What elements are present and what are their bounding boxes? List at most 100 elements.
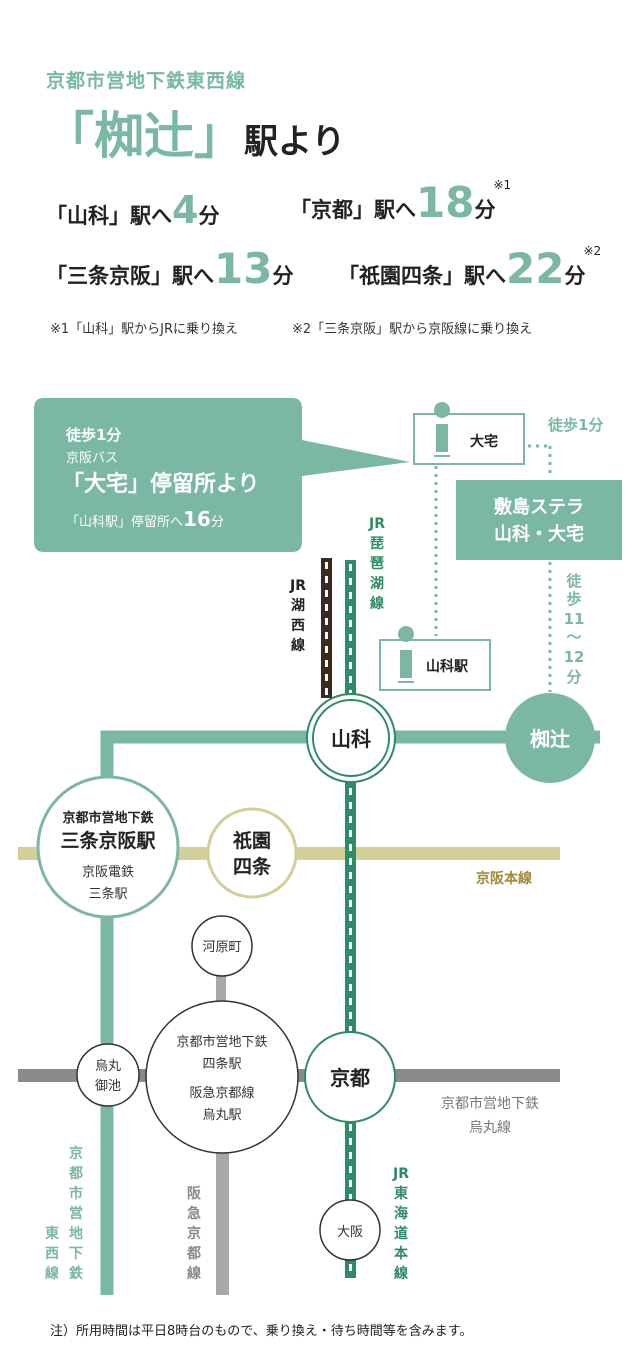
sanjo-label-2: 三条京阪駅 bbox=[60, 829, 156, 852]
svg-text:歩: 歩 bbox=[566, 590, 581, 608]
svg-text:営: 営 bbox=[69, 1205, 83, 1222]
keihan-main-label: 京阪本線 bbox=[476, 870, 532, 887]
svg-text:線: 線 bbox=[370, 595, 384, 612]
jr-biwako-line bbox=[345, 560, 356, 698]
shijo-label-1: 京都市営地下鉄 bbox=[176, 1034, 267, 1050]
bus-stop-yamashina-icon-body bbox=[400, 650, 412, 678]
tozai-line bbox=[100, 730, 600, 1295]
svg-text:湖: 湖 bbox=[370, 576, 384, 592]
svg-text:下: 下 bbox=[69, 1246, 83, 1262]
bus-company-label: 京阪バス bbox=[66, 451, 118, 466]
time-gion: 「祇園四条」駅へ22分※2 bbox=[338, 244, 602, 293]
bus-stop-yamashina-icon bbox=[398, 626, 414, 642]
svg-text:西: 西 bbox=[45, 1246, 59, 1262]
time-sanjo: 「三条京阪」駅へ13分 bbox=[46, 244, 294, 293]
svg-text:本: 本 bbox=[394, 1245, 409, 1262]
svg-text:徒: 徒 bbox=[565, 572, 582, 590]
svg-text:急: 急 bbox=[187, 1205, 201, 1222]
jr-kosei-label: JR 湖 西 線 bbox=[289, 578, 306, 654]
sanjo-label-1: 京都市営地下鉄 bbox=[62, 810, 153, 826]
station-karasuma-oike bbox=[76, 1043, 140, 1107]
station-kyoto bbox=[304, 1031, 396, 1123]
station-yamashina-inner bbox=[312, 699, 390, 777]
karasuma-line-label-2: 烏丸線 bbox=[469, 1119, 511, 1136]
kawaramachi-label: 河原町 bbox=[202, 940, 241, 955]
osaka-label: 大阪 bbox=[337, 1225, 363, 1240]
svg-text:西: 西 bbox=[291, 618, 305, 634]
bus-walk-label: 徒歩1分 bbox=[65, 426, 121, 444]
bus-info-box bbox=[34, 398, 410, 552]
svg-text:京: 京 bbox=[187, 1225, 201, 1242]
sanjo-label-4: 三条駅 bbox=[88, 886, 127, 902]
hankyu-line bbox=[216, 1110, 229, 1295]
svg-text:線: 線 bbox=[45, 1265, 59, 1282]
svg-text:東: 東 bbox=[394, 1185, 408, 1202]
svg-text:阪: 阪 bbox=[187, 1186, 202, 1202]
station-kawaramachi bbox=[191, 915, 253, 977]
svg-text:道: 道 bbox=[394, 1225, 408, 1242]
bus-to-label: 「山科駅」停留所へ16分 bbox=[66, 507, 224, 531]
station-gion-shijo bbox=[206, 807, 298, 899]
station-nagitsuji bbox=[505, 693, 595, 783]
svg-text:〜: 〜 bbox=[566, 628, 581, 646]
shijo-label-4: 烏丸駅 bbox=[202, 1107, 241, 1123]
gion-label-2: 四条 bbox=[233, 855, 272, 878]
bus-stop-otaku-icon bbox=[434, 402, 450, 418]
bus-stop-yamashina-label: 山科駅 bbox=[426, 658, 469, 675]
bus-stop-otaku-box bbox=[413, 413, 525, 465]
station-nagitsuji-label: 椥辻 bbox=[530, 727, 570, 751]
svg-text:地: 地 bbox=[69, 1225, 83, 1242]
time-yamashina: 「山科」駅へ4分 bbox=[46, 188, 220, 232]
time-kyoto: 「京都」駅へ18分※1 bbox=[290, 178, 512, 227]
note-2: ※2「三条京阪」駅から京阪線に乗り換え bbox=[292, 322, 533, 337]
svg-text:京: 京 bbox=[69, 1145, 83, 1162]
walk-side-label: 徒 歩 11 〜 12 分 bbox=[564, 572, 585, 686]
svg-text:海: 海 bbox=[394, 1205, 408, 1222]
svg-text:市: 市 bbox=[69, 1185, 83, 1202]
shijo-label-3: 阪急京都線 bbox=[189, 1085, 254, 1101]
svg-text:湖: 湖 bbox=[291, 598, 305, 614]
station-quote: 「椥辻」 bbox=[44, 107, 244, 165]
station-sanjo-keihan bbox=[36, 775, 180, 919]
jr-biwako-label: JR 琵 琶 湖 線 bbox=[368, 516, 385, 612]
shijo-label-2: 四条駅 bbox=[202, 1056, 241, 1072]
station-yamashina-label: 山科 bbox=[331, 727, 371, 751]
svg-text:線: 線 bbox=[187, 1265, 201, 1282]
walk-top-label: 徒歩1分 bbox=[547, 416, 603, 434]
svg-text:分: 分 bbox=[566, 668, 581, 686]
station-shijo-karasuma bbox=[145, 1000, 299, 1154]
svg-text:JR: JR bbox=[368, 516, 385, 532]
tozai-vertical-label: 京 都 市 営 地 下 鉄 東 西 線 bbox=[45, 1145, 84, 1282]
note-1: ※1「山科」駅からJRに乗り換え bbox=[50, 322, 239, 337]
karasuma-line-label-1: 京都市営地下鉄 bbox=[441, 1095, 539, 1112]
jr-tokaido-line bbox=[345, 770, 356, 1278]
svg-text:琵: 琵 bbox=[370, 536, 384, 552]
jr-tokaido-label: JR 東 海 道 本 線 bbox=[392, 1166, 409, 1282]
property-box bbox=[456, 480, 622, 560]
svg-text:線: 線 bbox=[394, 1265, 408, 1282]
station-kyoto-label: 京都 bbox=[330, 1066, 370, 1090]
svg-text:11: 11 bbox=[564, 610, 585, 628]
gion-label-1: 祇園 bbox=[232, 829, 271, 852]
property-name-1: 敷島ステラ bbox=[494, 496, 584, 518]
svg-text:鉄: 鉄 bbox=[69, 1265, 84, 1282]
jr-kosei-line bbox=[321, 558, 332, 698]
station-suffix: 駅より bbox=[244, 122, 346, 162]
svg-text:12: 12 bbox=[564, 648, 585, 666]
svg-text:都: 都 bbox=[68, 1166, 83, 1182]
karasuma-oike-label-1: 烏丸 bbox=[95, 1058, 121, 1074]
sanjo-label-3: 京阪電鉄 bbox=[82, 865, 134, 880]
svg-text:JR: JR bbox=[392, 1166, 409, 1182]
hankyu-vertical-label: 阪 急 京 都 線 bbox=[186, 1186, 202, 1282]
svg-text:琶: 琶 bbox=[370, 556, 384, 572]
karasuma-oike-label-2: 御池 bbox=[95, 1079, 121, 1094]
svg-text:線: 線 bbox=[291, 637, 305, 654]
bus-stop-otaku-label: 大宅 bbox=[470, 433, 498, 450]
property-name-2: 山科・大宅 bbox=[494, 523, 584, 545]
bus-stop-label: 「大宅」停留所より bbox=[62, 471, 260, 497]
svg-text:JR: JR bbox=[289, 578, 306, 594]
station-osaka bbox=[319, 1199, 381, 1261]
bus-stop-otaku-icon-body bbox=[436, 424, 448, 452]
footer-note: 注）所用時間は平日8時台のもので、乗り換え・待ち時間等を含みます。 bbox=[50, 1324, 473, 1339]
